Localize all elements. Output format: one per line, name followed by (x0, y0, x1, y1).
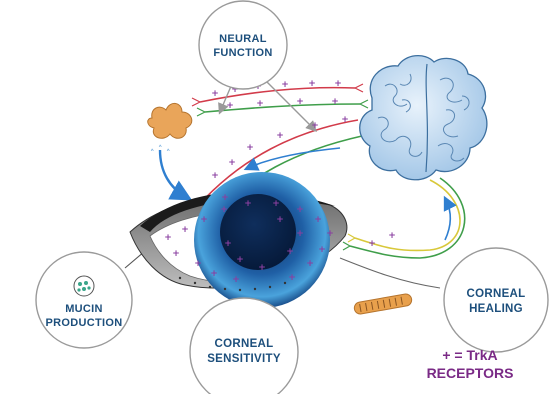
neural-function-line2: FUNCTION (213, 47, 272, 59)
mucin-production-line2: PRODUCTION (46, 317, 123, 329)
trka-plus-mark: + (331, 97, 339, 107)
trka-plus-mark: + (306, 259, 314, 269)
trka-plus-mark: + (221, 193, 229, 203)
trka-plus-mark: + (200, 215, 208, 225)
nerve-green-loop (350, 178, 465, 258)
trka-plus-mark: + (226, 101, 234, 111)
trka-plus-mark: + (314, 215, 322, 225)
trka-plus-mark: + (211, 171, 219, 181)
svg-text:˄: ˄ (158, 145, 163, 155)
trka-plus-mark: + (224, 239, 232, 249)
label-corneal-healing: CORNEAL HEALING (444, 248, 548, 352)
trka-plus-mark: + (296, 97, 304, 107)
pointer-healing (340, 258, 440, 288)
trka-plus-mark: + (258, 263, 266, 273)
trka-plus-mark: + (296, 205, 304, 215)
trka-plus-mark: + (272, 199, 280, 209)
trka-plus-mark: + (181, 225, 189, 235)
eye-icon (130, 172, 347, 308)
arrow-gland-to-eye (160, 150, 186, 197)
trka-plus-mark: + (288, 273, 296, 283)
trka-plus-mark: + (210, 269, 218, 279)
trka-plus-mark: + (276, 215, 284, 225)
legend-line1: + = TrkA (442, 347, 497, 363)
neural-function-line1: NEURAL (219, 33, 267, 45)
corneal-sensitivity-line2: SENSITIVITY (207, 353, 281, 365)
trka-plus-mark: + (318, 245, 326, 255)
trka-plus-mark: + (228, 158, 236, 168)
trka-plus-mark: + (296, 229, 304, 239)
trka-plus-mark: + (256, 99, 264, 109)
corneal-healing-line2: HEALING (469, 303, 523, 315)
trka-plus-mark: + (211, 89, 219, 99)
trka-plus-mark: + (232, 275, 240, 285)
label-corneal-sensitivity: CORNEAL SENSITIVITY (190, 298, 298, 394)
corneal-sensitivity-line1: CORNEAL (215, 338, 274, 350)
label-neural-function: NEURAL FUNCTION (199, 1, 287, 89)
trka-plus-mark: + (276, 131, 284, 141)
svg-text:˄: ˄ (166, 149, 171, 159)
trka-plus-mark: + (244, 199, 252, 209)
trka-plus-mark: + (308, 79, 316, 89)
trka-plus-mark: + (341, 115, 349, 125)
neuron-cell-icon (74, 276, 94, 296)
trka-plus-mark: + (246, 143, 254, 153)
trka-plus-mark: + (311, 121, 319, 131)
svg-text:˄: ˄ (150, 149, 155, 159)
label-mucin-production: MUCIN PRODUCTION (36, 252, 132, 348)
trka-plus-mark: + (236, 255, 244, 265)
mucin-production-line1: MUCIN (65, 303, 103, 315)
trka-plus-mark: + (368, 239, 376, 249)
trka-plus-mark: + (172, 249, 180, 259)
trka-plus-mark: + (286, 247, 294, 257)
corneal-healing-line1: CORNEAL (467, 288, 526, 300)
tissue-fiber-icon (353, 293, 412, 315)
trka-plus-mark: + (194, 259, 202, 269)
trka-plus-mark: + (220, 205, 228, 215)
nerve-blue-up (445, 200, 450, 240)
legend-line2: RECEPTORS (427, 365, 514, 381)
trka-plus-mark: + (164, 233, 172, 243)
trka-plus-mark: + (281, 80, 289, 90)
brain-icon (360, 56, 487, 180)
trka-plus-mark: + (326, 229, 334, 239)
gland-icon: ˄ ˄ ˄ (148, 103, 192, 159)
trka-plus-mark: + (334, 79, 342, 89)
trka-plus-mark: + (388, 231, 396, 241)
